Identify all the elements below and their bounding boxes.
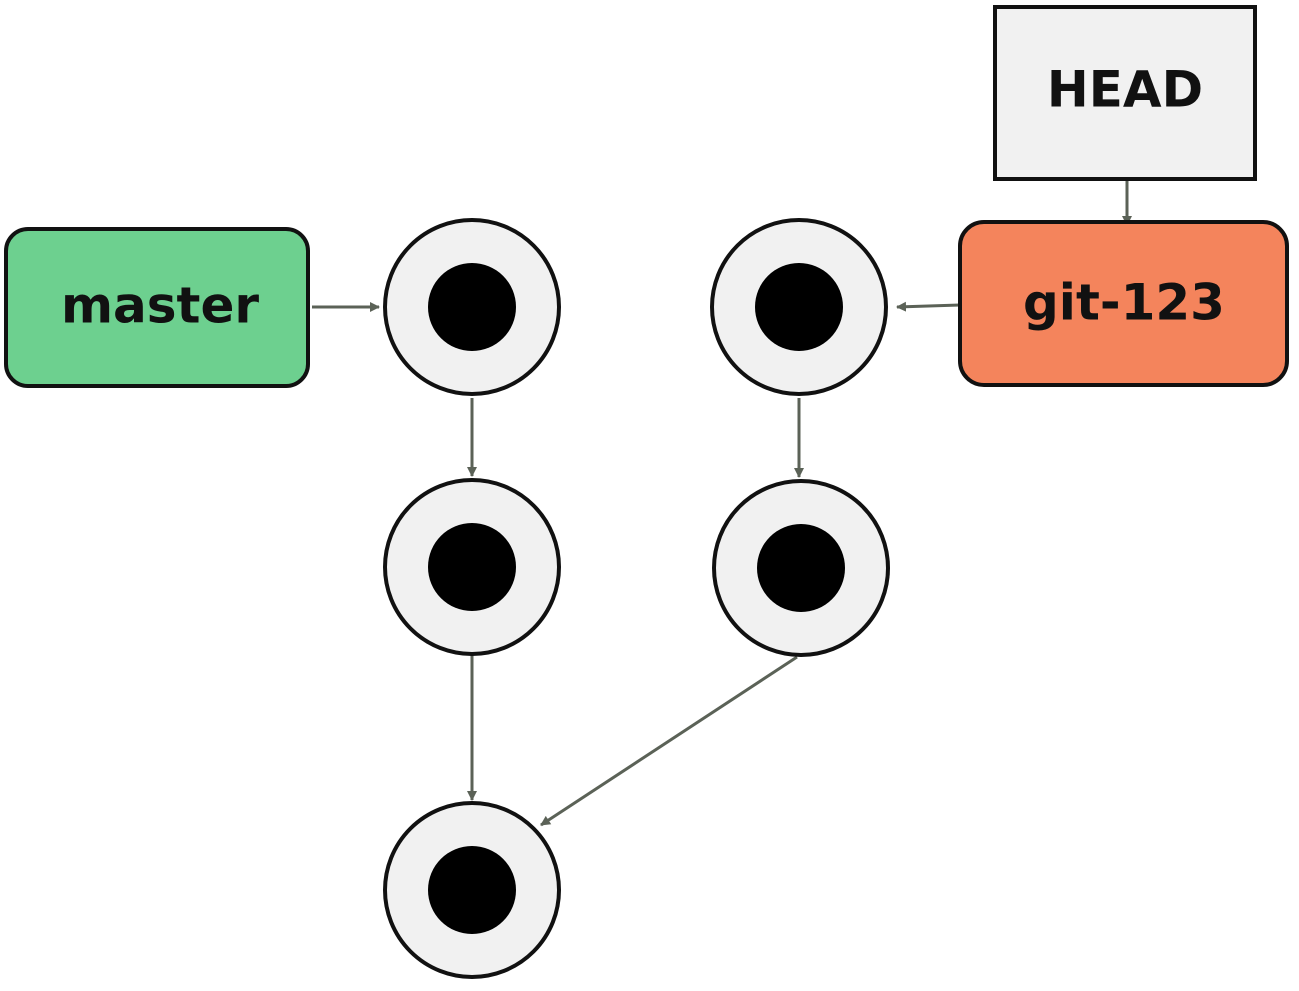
edge-branch-to-commit (896, 301, 961, 312)
commit-dot (755, 263, 843, 351)
edges (312, 162, 1132, 827)
commits (383, 218, 890, 979)
edge-commit-right-2-to-base (540, 655, 798, 827)
commit-dot (428, 263, 516, 351)
commit-node (712, 479, 890, 657)
commit-node (383, 478, 561, 656)
commit-dot (757, 524, 845, 612)
master-box (4, 227, 310, 388)
master-branch: master (4, 227, 310, 388)
commit-node (383, 801, 561, 979)
branch-box (958, 220, 1289, 387)
head-label: HEAD (1047, 61, 1203, 119)
commit-node (383, 218, 561, 396)
commit-dot (428, 846, 516, 934)
master-label: master (61, 277, 259, 335)
head-ref: HEAD (993, 5, 1257, 181)
branch-label: git-123 (1023, 274, 1225, 332)
commit-node (710, 218, 888, 396)
head-box (993, 5, 1257, 181)
commit-dot (428, 523, 516, 611)
feature-branch: git-123 (958, 220, 1289, 387)
